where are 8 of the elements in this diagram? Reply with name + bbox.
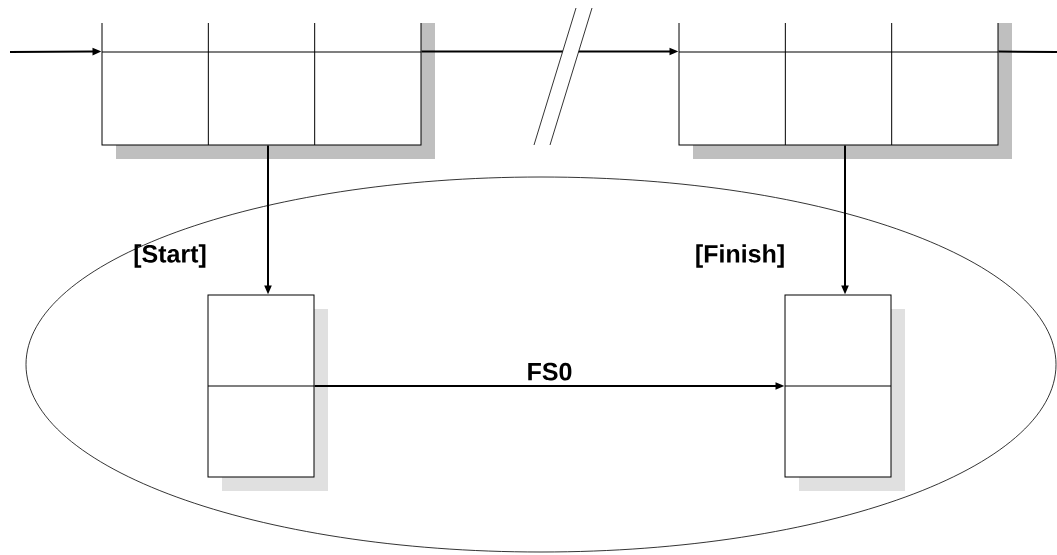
task-box — [784, 294, 905, 491]
table-box — [678, 22, 1012, 159]
table-box — [101, 22, 435, 159]
node-label: [Finish] — [696, 244, 784, 268]
task-box — [207, 294, 328, 491]
node-label: [Start] — [134, 244, 206, 268]
edge-label: FS0 — [528, 362, 572, 381]
ellipse-outline — [25, 176, 1057, 553]
